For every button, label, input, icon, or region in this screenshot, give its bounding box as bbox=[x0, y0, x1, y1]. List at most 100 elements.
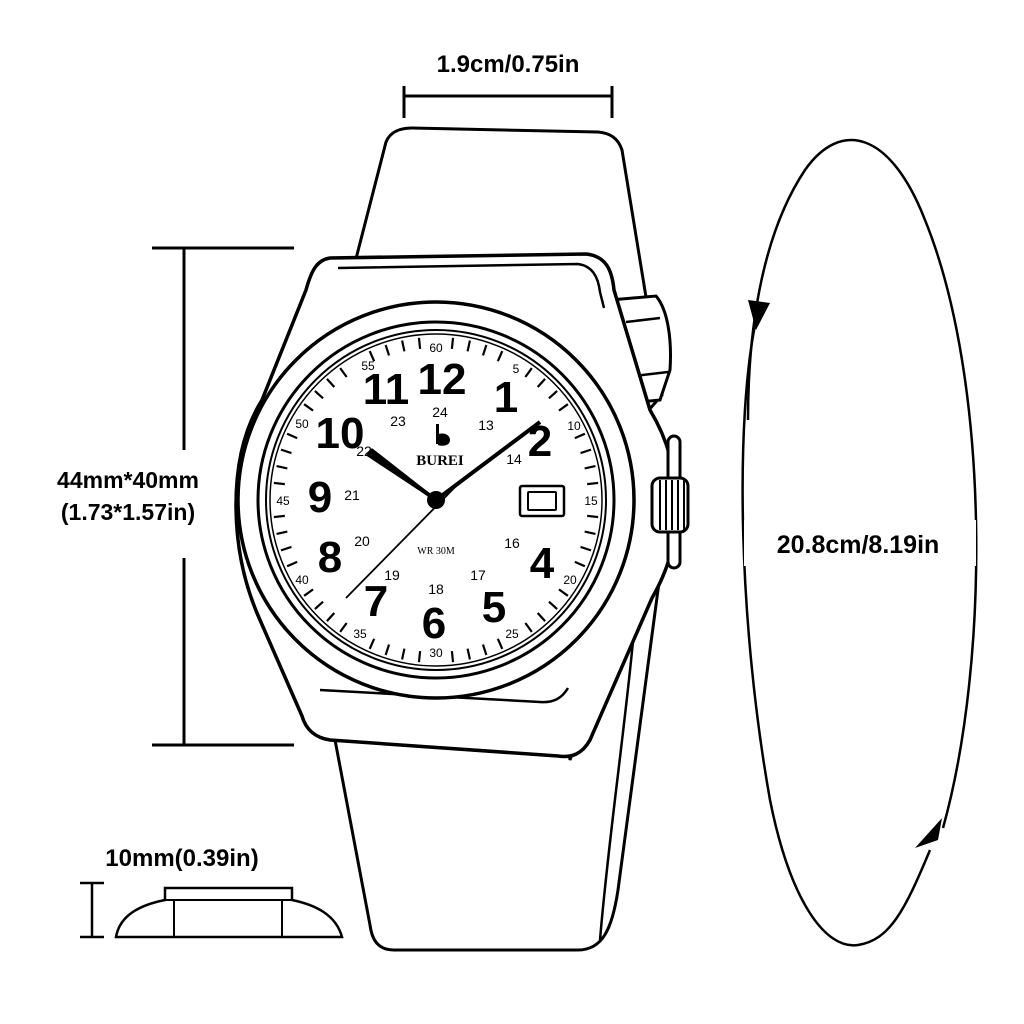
minute-numeral: 5 bbox=[513, 362, 520, 376]
minute-ticks bbox=[273, 337, 599, 663]
minute-tick bbox=[496, 638, 504, 650]
inner-numeral: 19 bbox=[384, 567, 400, 583]
hour-numeral: 7 bbox=[364, 577, 388, 626]
minute-numeral: 25 bbox=[505, 627, 519, 641]
minute-tick bbox=[273, 514, 285, 519]
minute-tick bbox=[584, 530, 596, 535]
minute-tick bbox=[303, 403, 314, 412]
minute-numeral: 40 bbox=[295, 573, 309, 587]
inner-numeral: 20 bbox=[354, 533, 370, 549]
inner-numeral: 23 bbox=[390, 413, 406, 429]
minute-tick bbox=[587, 481, 599, 486]
hour-numeral: 2 bbox=[528, 417, 552, 466]
minute-numeral: 60 bbox=[429, 341, 443, 355]
watch-hands bbox=[345, 420, 542, 599]
minute-tick bbox=[481, 644, 488, 656]
minute-tick bbox=[450, 337, 455, 349]
minute-numeral: 50 bbox=[295, 417, 309, 431]
minute-numerals: 60 5 10 15 20 25 30 35 40 45 50 55 bbox=[276, 341, 598, 660]
minute-numeral: 30 bbox=[429, 646, 443, 660]
minute-tick bbox=[286, 432, 298, 440]
center-pin bbox=[427, 491, 445, 509]
minute-numeral: 45 bbox=[276, 494, 290, 508]
minute-tick bbox=[536, 378, 546, 388]
minute-tick bbox=[276, 530, 288, 535]
minute-tick bbox=[584, 465, 596, 470]
watch-illustration: 60 5 10 15 20 25 30 35 40 45 50 55 12 1 … bbox=[234, 126, 690, 952]
minute-tick bbox=[280, 448, 292, 455]
hour-numeral: 12 bbox=[418, 355, 467, 404]
minute-tick bbox=[548, 390, 558, 400]
minute-numeral: 20 bbox=[563, 573, 577, 587]
minute-tick bbox=[273, 481, 285, 486]
minute-tick bbox=[326, 612, 336, 622]
minute-tick bbox=[580, 545, 592, 552]
inner-numeral: 14 bbox=[506, 451, 522, 467]
minute-tick bbox=[314, 390, 324, 400]
case-height-dimension: 44mm*40mm (1.73*1.57in) bbox=[57, 246, 294, 747]
inner-numeral: 17 bbox=[470, 567, 486, 583]
minute-tick bbox=[574, 560, 586, 568]
hour-numerals: 12 1 2 4 5 6 7 8 9 10 11 bbox=[308, 355, 555, 648]
minute-tick bbox=[417, 651, 422, 663]
band-arrow-up-icon bbox=[748, 300, 770, 330]
minute-tick bbox=[496, 350, 504, 362]
minute-tick bbox=[339, 622, 348, 633]
minute-tick bbox=[417, 337, 422, 349]
minute-tick bbox=[384, 644, 391, 656]
case-size-inch-label: (1.73*1.57in) bbox=[61, 499, 195, 525]
brand-name: BUREI bbox=[416, 453, 464, 469]
hour-numeral: 4 bbox=[530, 539, 555, 588]
date-window bbox=[518, 484, 566, 518]
minute-tick bbox=[574, 432, 586, 440]
minute-tick bbox=[401, 648, 406, 660]
minute-tick bbox=[481, 344, 488, 356]
brand-logo-icon bbox=[436, 424, 450, 446]
minute-tick bbox=[368, 638, 376, 650]
crown bbox=[650, 434, 690, 570]
minute-tick bbox=[466, 340, 471, 352]
minute-tick bbox=[286, 560, 298, 568]
minute-numeral: 35 bbox=[353, 627, 367, 641]
hour-numeral: 10 bbox=[316, 409, 365, 458]
band-length-label: 20.8cm/8.19in bbox=[777, 531, 940, 559]
water-resistance-label: WR 30M bbox=[417, 546, 455, 557]
minute-tick bbox=[280, 545, 292, 552]
inner-numeral: 18 bbox=[428, 581, 444, 597]
minute-tick bbox=[524, 622, 533, 633]
hour-numeral: 8 bbox=[318, 533, 342, 582]
hour-numeral: 11 bbox=[363, 365, 410, 414]
lug-width-dimension: 1.9cm/0.75in bbox=[402, 51, 614, 118]
inner-24h-numerals: 24 13 14 16 17 18 19 20 21 22 23 bbox=[344, 404, 522, 597]
case-size-label: 44mm*40mm bbox=[57, 467, 199, 493]
minute-tick bbox=[536, 612, 546, 622]
minute-tick bbox=[303, 588, 314, 597]
minute-tick bbox=[558, 403, 569, 412]
minute-numeral: 10 bbox=[567, 419, 581, 433]
minute-tick bbox=[548, 600, 558, 610]
inner-numeral: 24 bbox=[432, 404, 448, 420]
minute-tick bbox=[580, 448, 592, 455]
thickness-label: 10mm(0.39in) bbox=[105, 845, 258, 872]
hour-numeral: 1 bbox=[494, 373, 518, 422]
minute-tick bbox=[558, 588, 569, 597]
inner-numeral: 13 bbox=[478, 417, 494, 433]
inner-numeral: 16 bbox=[504, 535, 520, 551]
minute-tick bbox=[339, 367, 348, 378]
minute-tick bbox=[276, 465, 288, 470]
minute-tick bbox=[384, 344, 391, 356]
minute-numeral: 55 bbox=[361, 359, 375, 373]
lug-width-label: 1.9cm/0.75in bbox=[437, 51, 580, 78]
hour-numeral: 5 bbox=[482, 583, 506, 632]
minute-tick bbox=[524, 367, 533, 378]
band-length-dimension: 20.8cm/8.19in bbox=[741, 138, 978, 947]
minute-tick bbox=[314, 600, 324, 610]
minute-tick bbox=[450, 651, 455, 663]
thickness-dimension: 10mm(0.39in) bbox=[80, 845, 344, 939]
band-arrow-down-icon bbox=[915, 818, 942, 848]
minute-tick bbox=[587, 514, 599, 519]
minute-numeral: 15 bbox=[584, 494, 598, 508]
inner-numeral: 21 bbox=[344, 487, 360, 503]
